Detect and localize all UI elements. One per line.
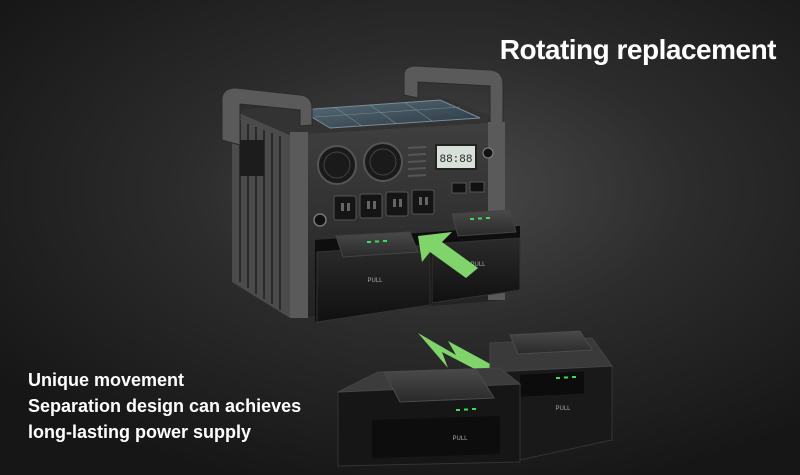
lcd-readout: 88:88 [439,154,472,166]
arrow-remove-icon [418,333,494,376]
side-info-panel [240,140,264,176]
usb-port [469,181,485,193]
feature-list: Unique movement Separation design can ac… [28,367,301,445]
left-handle [221,87,313,146]
main-power-button-icon [313,213,327,227]
front-frame-left [290,132,308,318]
ac-socket-icon [333,189,435,221]
feature-line: Separation design can achieves [28,396,302,416]
headline: Rotating replacement [499,34,777,65]
inserted-battery-left: PULL [316,231,431,323]
indicator-led [367,217,490,243]
pull-label: PULL [452,436,468,442]
arrow-insert-icon [418,232,478,278]
speaker-grille-icon [317,142,403,185]
loose-battery-front: PULL [337,367,522,467]
indicator-led [456,376,576,411]
lcd-display [435,144,477,170]
side-vent-slats [239,120,281,310]
feature-line: long-lasting power supply [28,422,252,442]
front-vent [407,146,427,177]
pull-label: PULL [367,278,383,284]
feature-line: Unique movement [28,370,185,390]
usb-port [451,182,467,194]
solar-panel-icon [298,99,481,129]
solar-cell-grid [314,102,461,127]
pull-label: PULL [470,262,486,268]
power-button-icon [482,147,494,159]
pull-label: PULL [555,406,571,412]
